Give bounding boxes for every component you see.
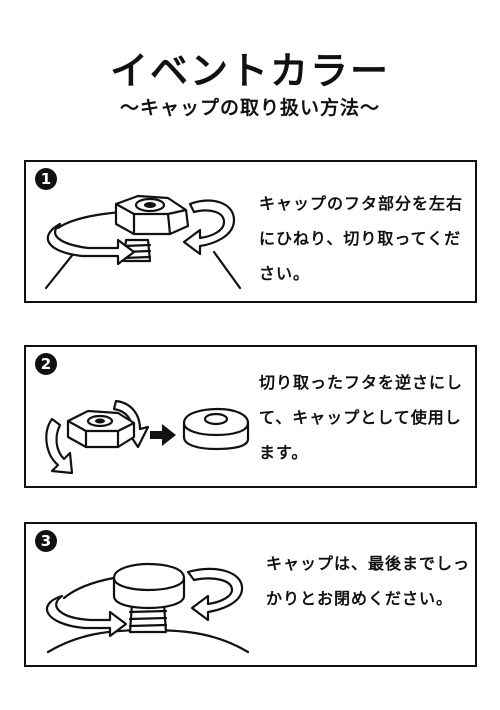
step-1-instruction: キャップのフタ部分を左右にひねり、切り取ってください。 [259, 194, 464, 283]
step-2-instruction: 切り取ったフタを逆さにして、キャップとして使用します。 [259, 373, 464, 462]
page-title: イベントカラー [109, 49, 390, 93]
step-3-panel: 3 キャップは、最後までしっかりとお閉めください。 [24, 522, 477, 667]
cap-close-illustration [45, 562, 250, 654]
cap-flip-illustration [45, 399, 250, 475]
step-1-panel: 1 キャップのフタ部分を左右にひねり、切り取ってください。 [24, 160, 477, 303]
page-subtitle: 〜キャップの取り扱い方法〜 [119, 97, 380, 119]
step-2-panel: 2 切り取ったフタを逆さにして、キャップとして使用します。 [24, 345, 477, 488]
step-3-instruction: キャップは、最後までしっかりとお閉めください。 [266, 554, 471, 608]
step-1-number: 1 [35, 168, 57, 190]
step-2-number: 2 [35, 353, 57, 375]
cap-twist-off-illustration [44, 194, 242, 290]
step-3-number: 3 [35, 530, 57, 552]
